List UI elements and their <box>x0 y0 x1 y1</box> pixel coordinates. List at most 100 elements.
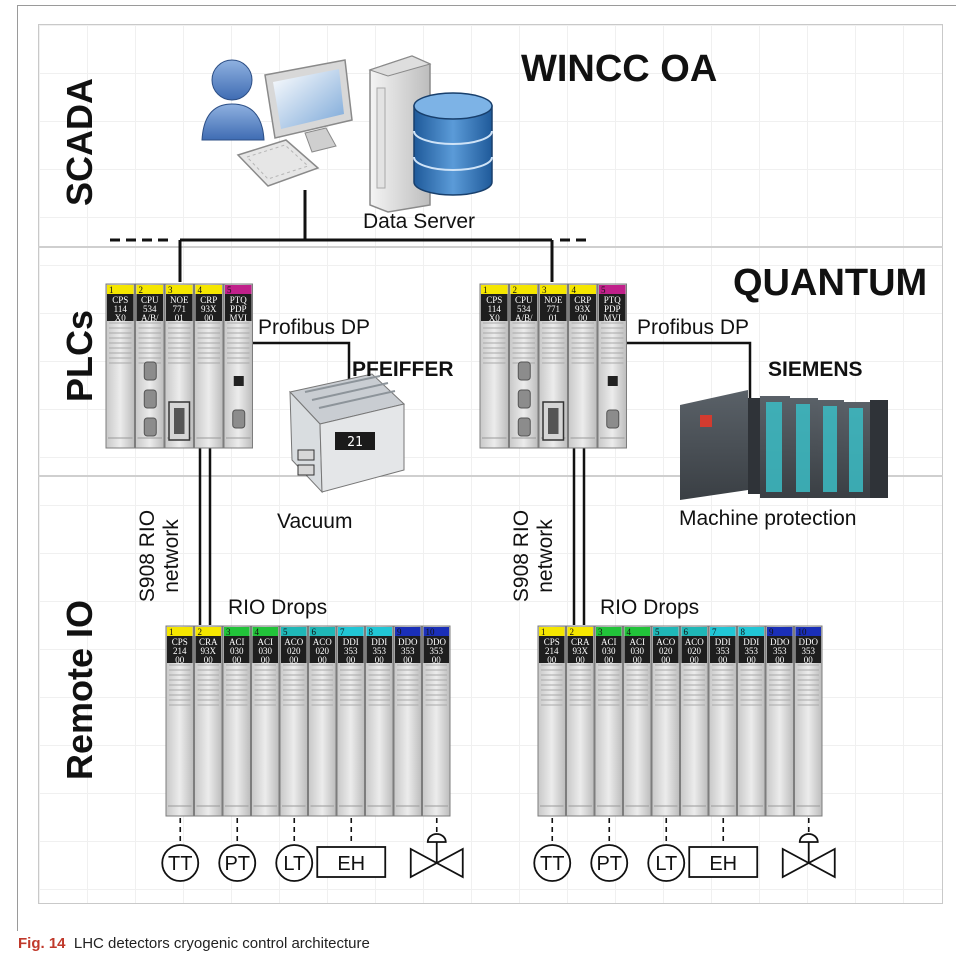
serial-port-icon <box>143 417 157 437</box>
serial-port-icon <box>232 409 246 429</box>
serial-port-icon <box>517 417 531 437</box>
instrument-lt: LT <box>275 844 314 882</box>
module-label-plate <box>599 294 626 321</box>
serial-port-icon <box>517 389 531 409</box>
module-slot-number: 5 <box>601 285 606 295</box>
module-slot-number: 1 <box>109 285 114 295</box>
module-label-plate <box>107 294 134 321</box>
module-label-text: 353 <box>716 646 730 656</box>
label-machine-protection: Machine protection <box>679 507 857 530</box>
module-label-text: 00 <box>804 655 814 665</box>
workstation-monitor-icon <box>264 59 353 153</box>
module-slot-number: 3 <box>226 627 231 637</box>
module-label-text: 93X <box>573 646 589 656</box>
module-slot-number: 2 <box>198 627 203 637</box>
module-label-plate <box>624 636 650 663</box>
control-valve-icon <box>781 833 836 879</box>
module-label-text: DDI <box>715 637 731 647</box>
module-label-plate <box>167 636 193 663</box>
label-rio-network-left: S908 RIO network <box>136 491 184 621</box>
label-rio-network-right-line2: network <box>534 519 557 593</box>
module-slot-number: 5 <box>655 627 660 637</box>
module-label-plate <box>281 636 307 663</box>
module-color-tag <box>540 285 567 294</box>
figure-caption: Fig. 14 LHC detectors cryogenic control … <box>18 935 370 952</box>
module-label-text: PDP <box>230 304 247 314</box>
serial-port-icon <box>143 389 157 409</box>
module-label-text: DDI <box>371 637 387 647</box>
module-label-plate <box>596 636 622 663</box>
instrument-tag: PT <box>596 853 622 875</box>
module-label-text: ACO <box>685 637 705 647</box>
module-label-text: X0 <box>115 313 126 323</box>
module-label-text: 020 <box>316 646 330 656</box>
module-label-text: 93X <box>575 304 591 314</box>
module-label-text: CPU <box>515 295 533 305</box>
ethernet-jack-icon <box>548 408 559 434</box>
serial-port-icon <box>606 409 620 429</box>
module-color-tag <box>510 285 537 294</box>
module-color-tag <box>195 627 221 636</box>
module-slot-number: 9 <box>769 627 774 637</box>
module-label-text: CRP <box>200 295 217 305</box>
module-label-plate <box>510 294 537 321</box>
module-label-text: 00 <box>661 655 671 665</box>
module-label-text: 00 <box>578 313 588 323</box>
instrument-tag: TT <box>168 853 192 875</box>
module-label-text: CPS <box>172 637 188 647</box>
instrument-eh: EH <box>688 846 759 878</box>
module-slot-number: 4 <box>255 627 260 637</box>
label-profibus-left: Profibus DP <box>258 316 371 339</box>
module-label-text: 00 <box>346 655 356 665</box>
module-slot-number: 1 <box>541 627 546 637</box>
band-separator-scada-plc <box>38 246 943 248</box>
control-valve-icon <box>409 833 464 879</box>
module-slot-number: 2 <box>570 627 575 637</box>
module-slot-number: 4 <box>627 627 632 637</box>
module-label-text: CPS <box>486 295 502 305</box>
label-rio-drops-left: RIO Drops <box>228 596 328 619</box>
instrument-tt: TT <box>161 844 200 882</box>
module-label-text: 534 <box>143 304 157 314</box>
rio-network-cable-right <box>572 448 586 625</box>
module-label-text: DDO <box>770 637 790 647</box>
module-slot-number: 9 <box>397 627 402 637</box>
title-quantum: QUANTUM <box>733 262 928 304</box>
module-label-plate <box>795 636 821 663</box>
module-color-tag <box>107 285 134 294</box>
module-label-text: 353 <box>430 646 444 656</box>
module-label-text: ACO <box>284 637 304 647</box>
module-label-text: MVI <box>230 313 248 323</box>
module-slot-number: 3 <box>168 285 173 295</box>
module-slot-number: 1 <box>169 627 174 637</box>
module-label-text: 00 <box>718 655 728 665</box>
module-label-plate <box>569 294 596 321</box>
module-slot-number: 8 <box>369 627 374 637</box>
rio-drop-rack-left: 1CPS214002CRA93X003ACI030004ACI030005ACO… <box>165 625 451 817</box>
module-color-tag <box>338 627 364 636</box>
module-label-text: 114 <box>488 304 502 314</box>
figure-caption-text: LHC detectors cryogenic control architec… <box>73 935 370 952</box>
label-pfeiffer: PFEIFFER <box>352 358 454 381</box>
module-slot-number: 8 <box>741 627 746 637</box>
module-color-tag <box>710 627 736 636</box>
module-label-text: X0 <box>489 313 500 323</box>
module-label-text: 00 <box>175 655 185 665</box>
instrument-pt: PT <box>590 844 629 882</box>
module-label-text: CPS <box>112 295 128 305</box>
module-label-plate <box>136 294 163 321</box>
module-label-text: PTQ <box>604 295 622 305</box>
module-label-text: 00 <box>576 655 586 665</box>
module-slot-number: 4 <box>572 285 577 295</box>
module-label-plate <box>540 294 567 321</box>
module-label-text: DDO <box>799 637 819 647</box>
